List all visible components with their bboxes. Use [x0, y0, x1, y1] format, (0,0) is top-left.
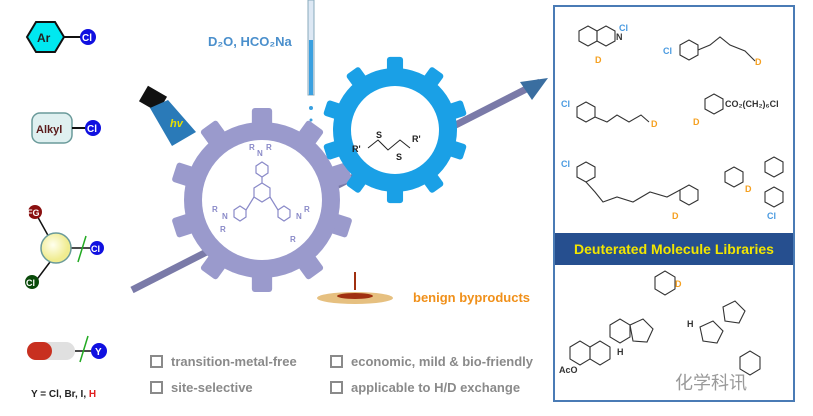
disulfide-gear [323, 56, 467, 204]
catalyst-n: N [296, 212, 302, 221]
svg-text:Cl: Cl [26, 278, 35, 288]
disulfide-s: S [396, 152, 402, 162]
deuterium-label: D [651, 119, 658, 129]
cl-label: Cl [767, 211, 776, 221]
y-hydrogen: H [88, 389, 97, 400]
polyhalide-substrate: FG Cl Cl [25, 205, 104, 289]
hv-label: hv [170, 118, 184, 130]
reagents-label: D₂O, HCO₂Na [208, 34, 292, 49]
checkbox-icon [330, 355, 343, 368]
cl-label: Cl [561, 99, 570, 109]
watermark: 化学科讯 [675, 373, 747, 393]
scissors-icon [79, 335, 89, 363]
catalyst-r: R [290, 235, 296, 244]
svg-text:Cl: Cl [87, 124, 97, 135]
catalyst-r: R [304, 205, 310, 214]
deuterium-label: D [672, 211, 679, 221]
svg-text:FG: FG [27, 208, 40, 218]
disulfide-r: R' [352, 144, 361, 154]
y-definition: Y = Cl, Br, I, H [31, 389, 96, 400]
ester-chain-label: CO₂(CH₂)₆Cl [725, 99, 779, 109]
h-label: H [617, 347, 624, 357]
catalyst-r: R [220, 225, 226, 234]
byproducts-label: benign byproducts [413, 290, 530, 305]
deuterium-label: D [675, 279, 682, 289]
aco-label: AcO [559, 365, 578, 375]
svg-text:Y: Y [95, 347, 102, 358]
cl-label: Cl [663, 46, 672, 56]
svg-text:Cl: Cl [91, 244, 100, 254]
catalyst-n: N [257, 149, 263, 158]
catalyst-structure [233, 161, 291, 222]
cl-label: Cl [619, 23, 628, 33]
feature-item: transition-metal-free [150, 354, 297, 369]
feature-label: transition-metal-free [171, 354, 297, 369]
catalyst-n: N [222, 212, 228, 221]
disulfide-bond [367, 139, 411, 151]
feature-label: economic, mild & bio-friendly [351, 354, 534, 369]
alkyl-chloride: Alkyl Cl [31, 112, 101, 144]
catalyst-gear [172, 107, 352, 293]
svg-text:Cl: Cl [82, 33, 92, 44]
library-banner: Deuterated Molecule Libraries [555, 233, 793, 265]
scissors-icon [77, 235, 87, 263]
feature-item: site-selective [150, 380, 253, 395]
catalyst-r: R [212, 205, 218, 214]
cl-label: Cl [561, 159, 570, 169]
feature-item: economic, mild & bio-friendly [330, 354, 533, 369]
deuterium-label: D [595, 55, 602, 65]
light-lamp-icon [138, 85, 196, 146]
deuterium-label: D [755, 57, 762, 67]
y-list: Y = Cl, Br, I, [31, 389, 89, 400]
h-label: H [687, 319, 694, 329]
disulfide-s: S [376, 130, 382, 140]
molecule-structures: Cl Cl Cl Cl Cl D D D D D D D CO₂(CH₂)₆Cl… [559, 23, 784, 376]
molecule-library-panel: Cl Cl Cl Cl Cl D D D D D D D CO₂(CH₂)₆Cl… [553, 5, 795, 402]
checkbox-icon [150, 381, 163, 394]
svg-text:Ar: Ar [37, 31, 51, 45]
arrow-head [520, 78, 548, 100]
feature-item: applicable to H/D exchange [330, 380, 520, 395]
deuterium-label: D [745, 184, 752, 194]
svg-text:Alkyl: Alkyl [36, 124, 62, 136]
feature-label: site-selective [171, 380, 253, 395]
capsule-substrate: Y [27, 335, 107, 363]
n-label: N [616, 32, 623, 42]
checkbox-icon [150, 355, 163, 368]
checkbox-icon [330, 381, 343, 394]
catalyst-r: R [266, 143, 272, 152]
disulfide-r: R' [412, 134, 421, 144]
feature-label: applicable to H/D exchange [351, 380, 521, 395]
deuterium-label: D [693, 117, 700, 127]
catalyst-r: R [249, 143, 255, 152]
aryl-chloride: Ar Cl [25, 21, 96, 53]
